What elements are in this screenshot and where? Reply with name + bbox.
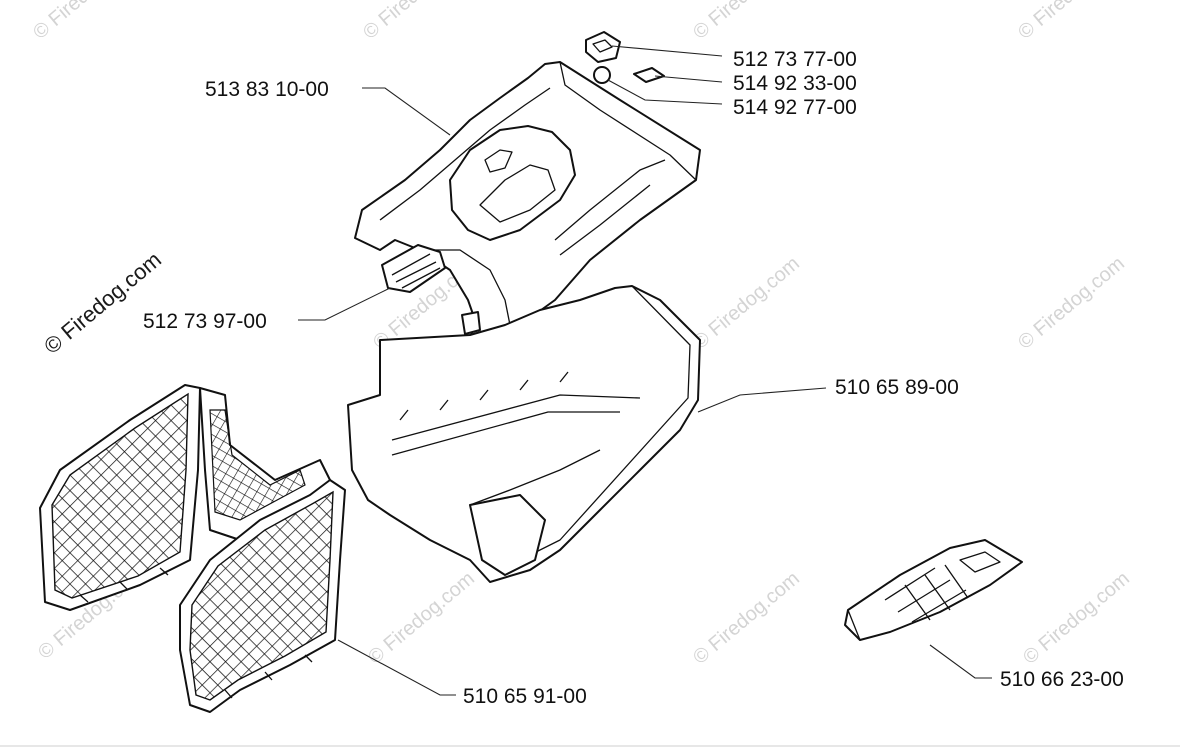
latch-part: [585, 31, 621, 63]
watermark-text: © Firedog.com: [689, 0, 804, 44]
side-mesh-panels-part: [39, 384, 346, 713]
part-number-side-mesh-panels: 510 65 91-00: [463, 685, 587, 708]
watermark-text: © Firedog.com: [1014, 252, 1129, 353]
washer-part: [593, 66, 611, 84]
part-number-handle-grip: 512 73 97-00: [143, 310, 267, 333]
part-number-washer: 514 92 77-00: [733, 96, 857, 119]
leader-rear-cover: [362, 87, 451, 136]
watermark-text: © Firedog.com: [29, 0, 144, 44]
watermark-text: © Firedog.com: [364, 567, 479, 668]
part-number-bottom-plate: 510 66 23-00: [1000, 668, 1124, 691]
leader-side-mesh-panels: [337, 639, 456, 696]
part-number-latch: 512 73 77-00: [733, 48, 857, 71]
part-number-rear-cover: 513 83 10-00: [205, 78, 329, 101]
pad-part: [633, 67, 665, 83]
part-number-grass-bag-frame: 510 65 89-00: [835, 376, 959, 399]
leader-washer: [607, 79, 723, 105]
leader-bottom-plate: [929, 644, 992, 679]
part-number-pad: 514 92 33-00: [733, 72, 857, 95]
leader-latch: [611, 45, 723, 57]
handle-grip-part: [381, 244, 446, 293]
leader-handle-grip: [298, 287, 391, 321]
leader-lines: [298, 45, 992, 696]
watermark-text: © Firedog.com: [1014, 0, 1129, 44]
rear-cover-part: [354, 61, 701, 341]
bottom-plate-part: [844, 539, 1023, 641]
leader-grass-bag-frame: [697, 387, 827, 413]
part-labels: 513 83 10-00 512 73 77-00 514 92 33-00 5…: [143, 48, 1124, 708]
leader-pad: [654, 75, 723, 83]
watermark-text-dark: © Firedog.com: [39, 247, 166, 359]
watermark-text: © Firedog.com: [689, 567, 804, 668]
grass-bag-frame-part: [347, 285, 701, 583]
watermark-text: © Firedog.com: [359, 0, 474, 44]
watermark-text: © Firedog.com: [1019, 567, 1134, 668]
watermark-text: © Firedog.com: [689, 252, 804, 353]
